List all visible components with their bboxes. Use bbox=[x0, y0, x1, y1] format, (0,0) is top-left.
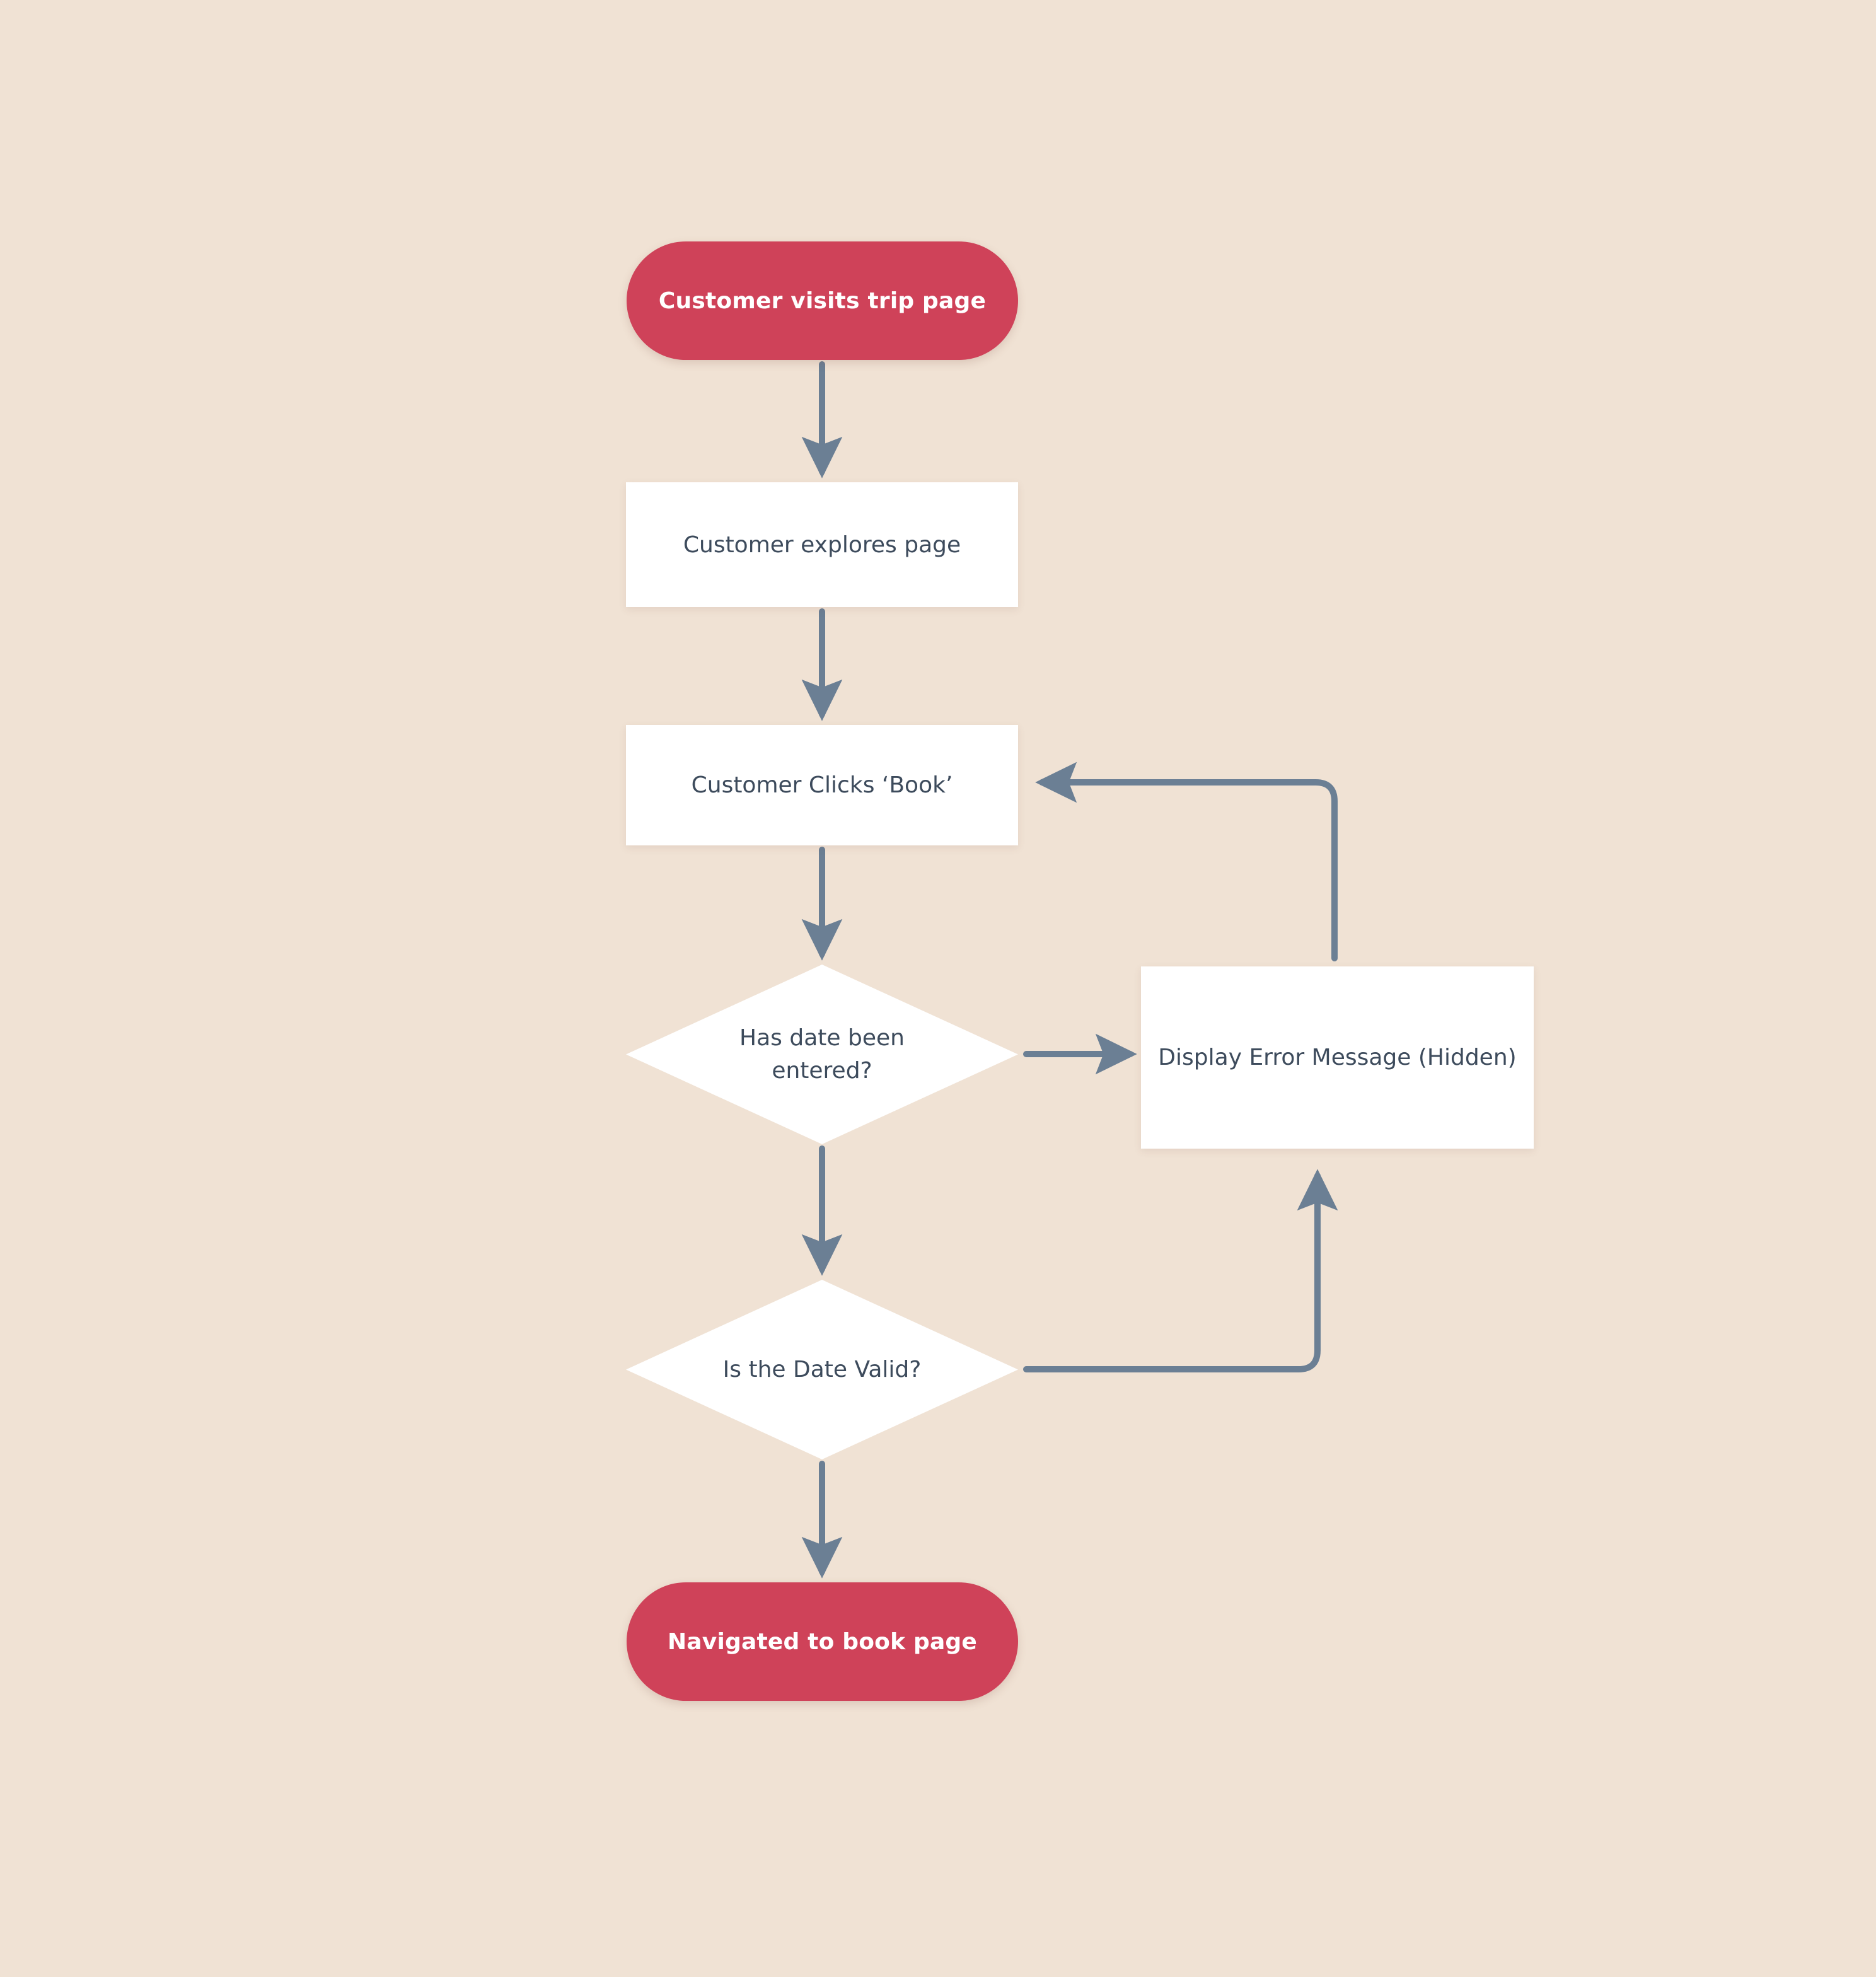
node-start[interactable]: Customer visits trip page bbox=[627, 241, 1018, 360]
node-customer-clicks-book-label: Customer Clicks ‘Book’ bbox=[691, 772, 953, 798]
node-customer-explores-page-label: Customer explores page bbox=[683, 531, 961, 558]
decision-label-line-1: Has date been bbox=[739, 1025, 905, 1052]
edge-error-to-clicks-book bbox=[1035, 762, 1338, 961]
decision-label-line-2: entered? bbox=[772, 1057, 872, 1084]
node-display-error-message[interactable]: Display Error Message (Hidden) bbox=[1141, 966, 1534, 1149]
node-start-label: Customer visits trip page bbox=[658, 287, 987, 314]
decision-label-line-1: Is the Date Valid? bbox=[722, 1356, 922, 1383]
node-customer-explores-page[interactable]: Customer explores page bbox=[626, 482, 1018, 607]
edge-date-valid-to-error bbox=[1023, 1169, 1338, 1372]
node-is-the-date-valid[interactable]: Is the Date Valid? bbox=[626, 1280, 1018, 1459]
node-end-label: Navigated to book page bbox=[667, 1628, 978, 1655]
node-customer-clicks-book[interactable]: Customer Clicks ‘Book’ bbox=[626, 725, 1018, 845]
node-has-date-been-entered[interactable]: Has date been entered? bbox=[626, 965, 1018, 1144]
node-end[interactable]: Navigated to book page bbox=[627, 1582, 1018, 1701]
node-is-the-date-valid-label: Is the Date Valid? bbox=[723, 1354, 922, 1386]
node-has-date-been-entered-label: Has date been entered? bbox=[739, 1022, 905, 1086]
node-display-error-message-label: Display Error Message (Hidden) bbox=[1158, 1045, 1517, 1070]
